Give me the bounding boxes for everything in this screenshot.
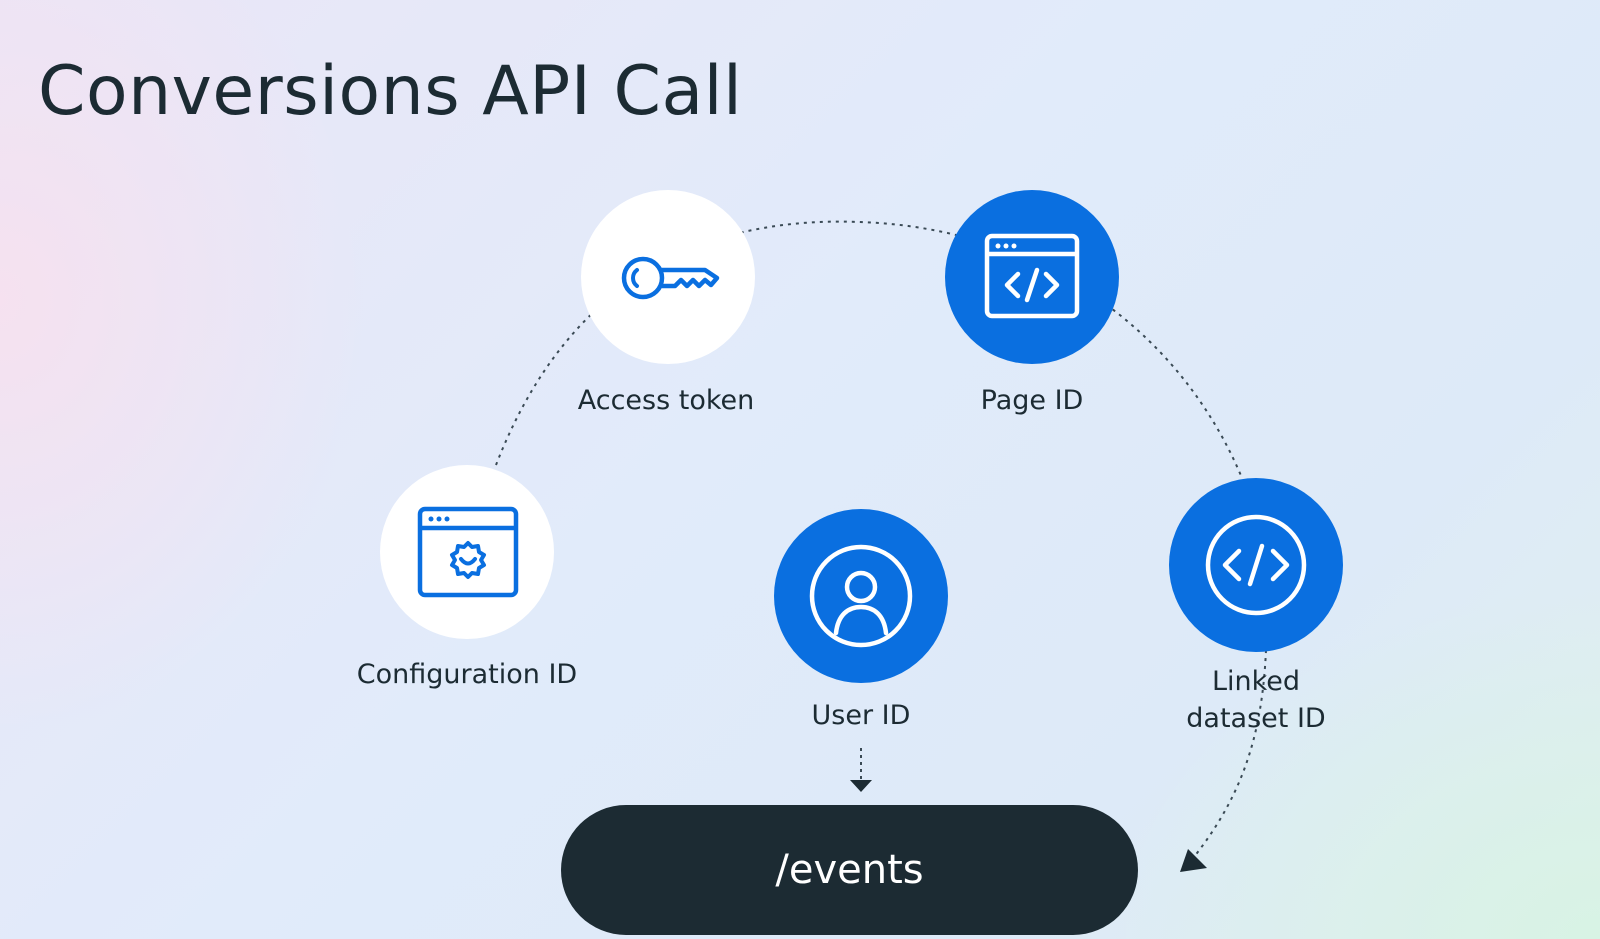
configuration-id-label: Configuration ID xyxy=(356,659,578,690)
dotted-arrow-to-events xyxy=(1189,649,1267,863)
configuration-id-node xyxy=(380,465,554,639)
code-circle-icon xyxy=(1205,514,1307,616)
browser-code-icon xyxy=(984,233,1080,319)
user-id-node xyxy=(774,509,948,683)
page-id-label: Page ID xyxy=(980,385,1084,416)
arrowhead-right xyxy=(1180,849,1207,872)
page-id-node xyxy=(945,190,1119,364)
key-icon xyxy=(621,256,720,300)
user-icon xyxy=(809,544,913,648)
browser-settings-icon xyxy=(417,506,519,598)
user-id-label: User ID xyxy=(811,700,911,731)
linked-dataset-id-node xyxy=(1169,478,1343,652)
page-title: Conversions API Call xyxy=(38,52,743,131)
access-token-label: Access token xyxy=(577,385,755,416)
events-endpoint-label: /events xyxy=(775,847,924,893)
events-endpoint-pill: /events xyxy=(561,805,1138,935)
arrowhead-down xyxy=(850,780,872,792)
linked-dataset-id-label-line2: dataset ID xyxy=(1186,703,1326,734)
linked-dataset-id-label-line1: Linked xyxy=(1211,666,1301,697)
dotted-arc xyxy=(495,220,1243,479)
linked-dataset-id-label: Linked dataset ID xyxy=(1106,663,1406,737)
access-token-node xyxy=(581,190,755,364)
